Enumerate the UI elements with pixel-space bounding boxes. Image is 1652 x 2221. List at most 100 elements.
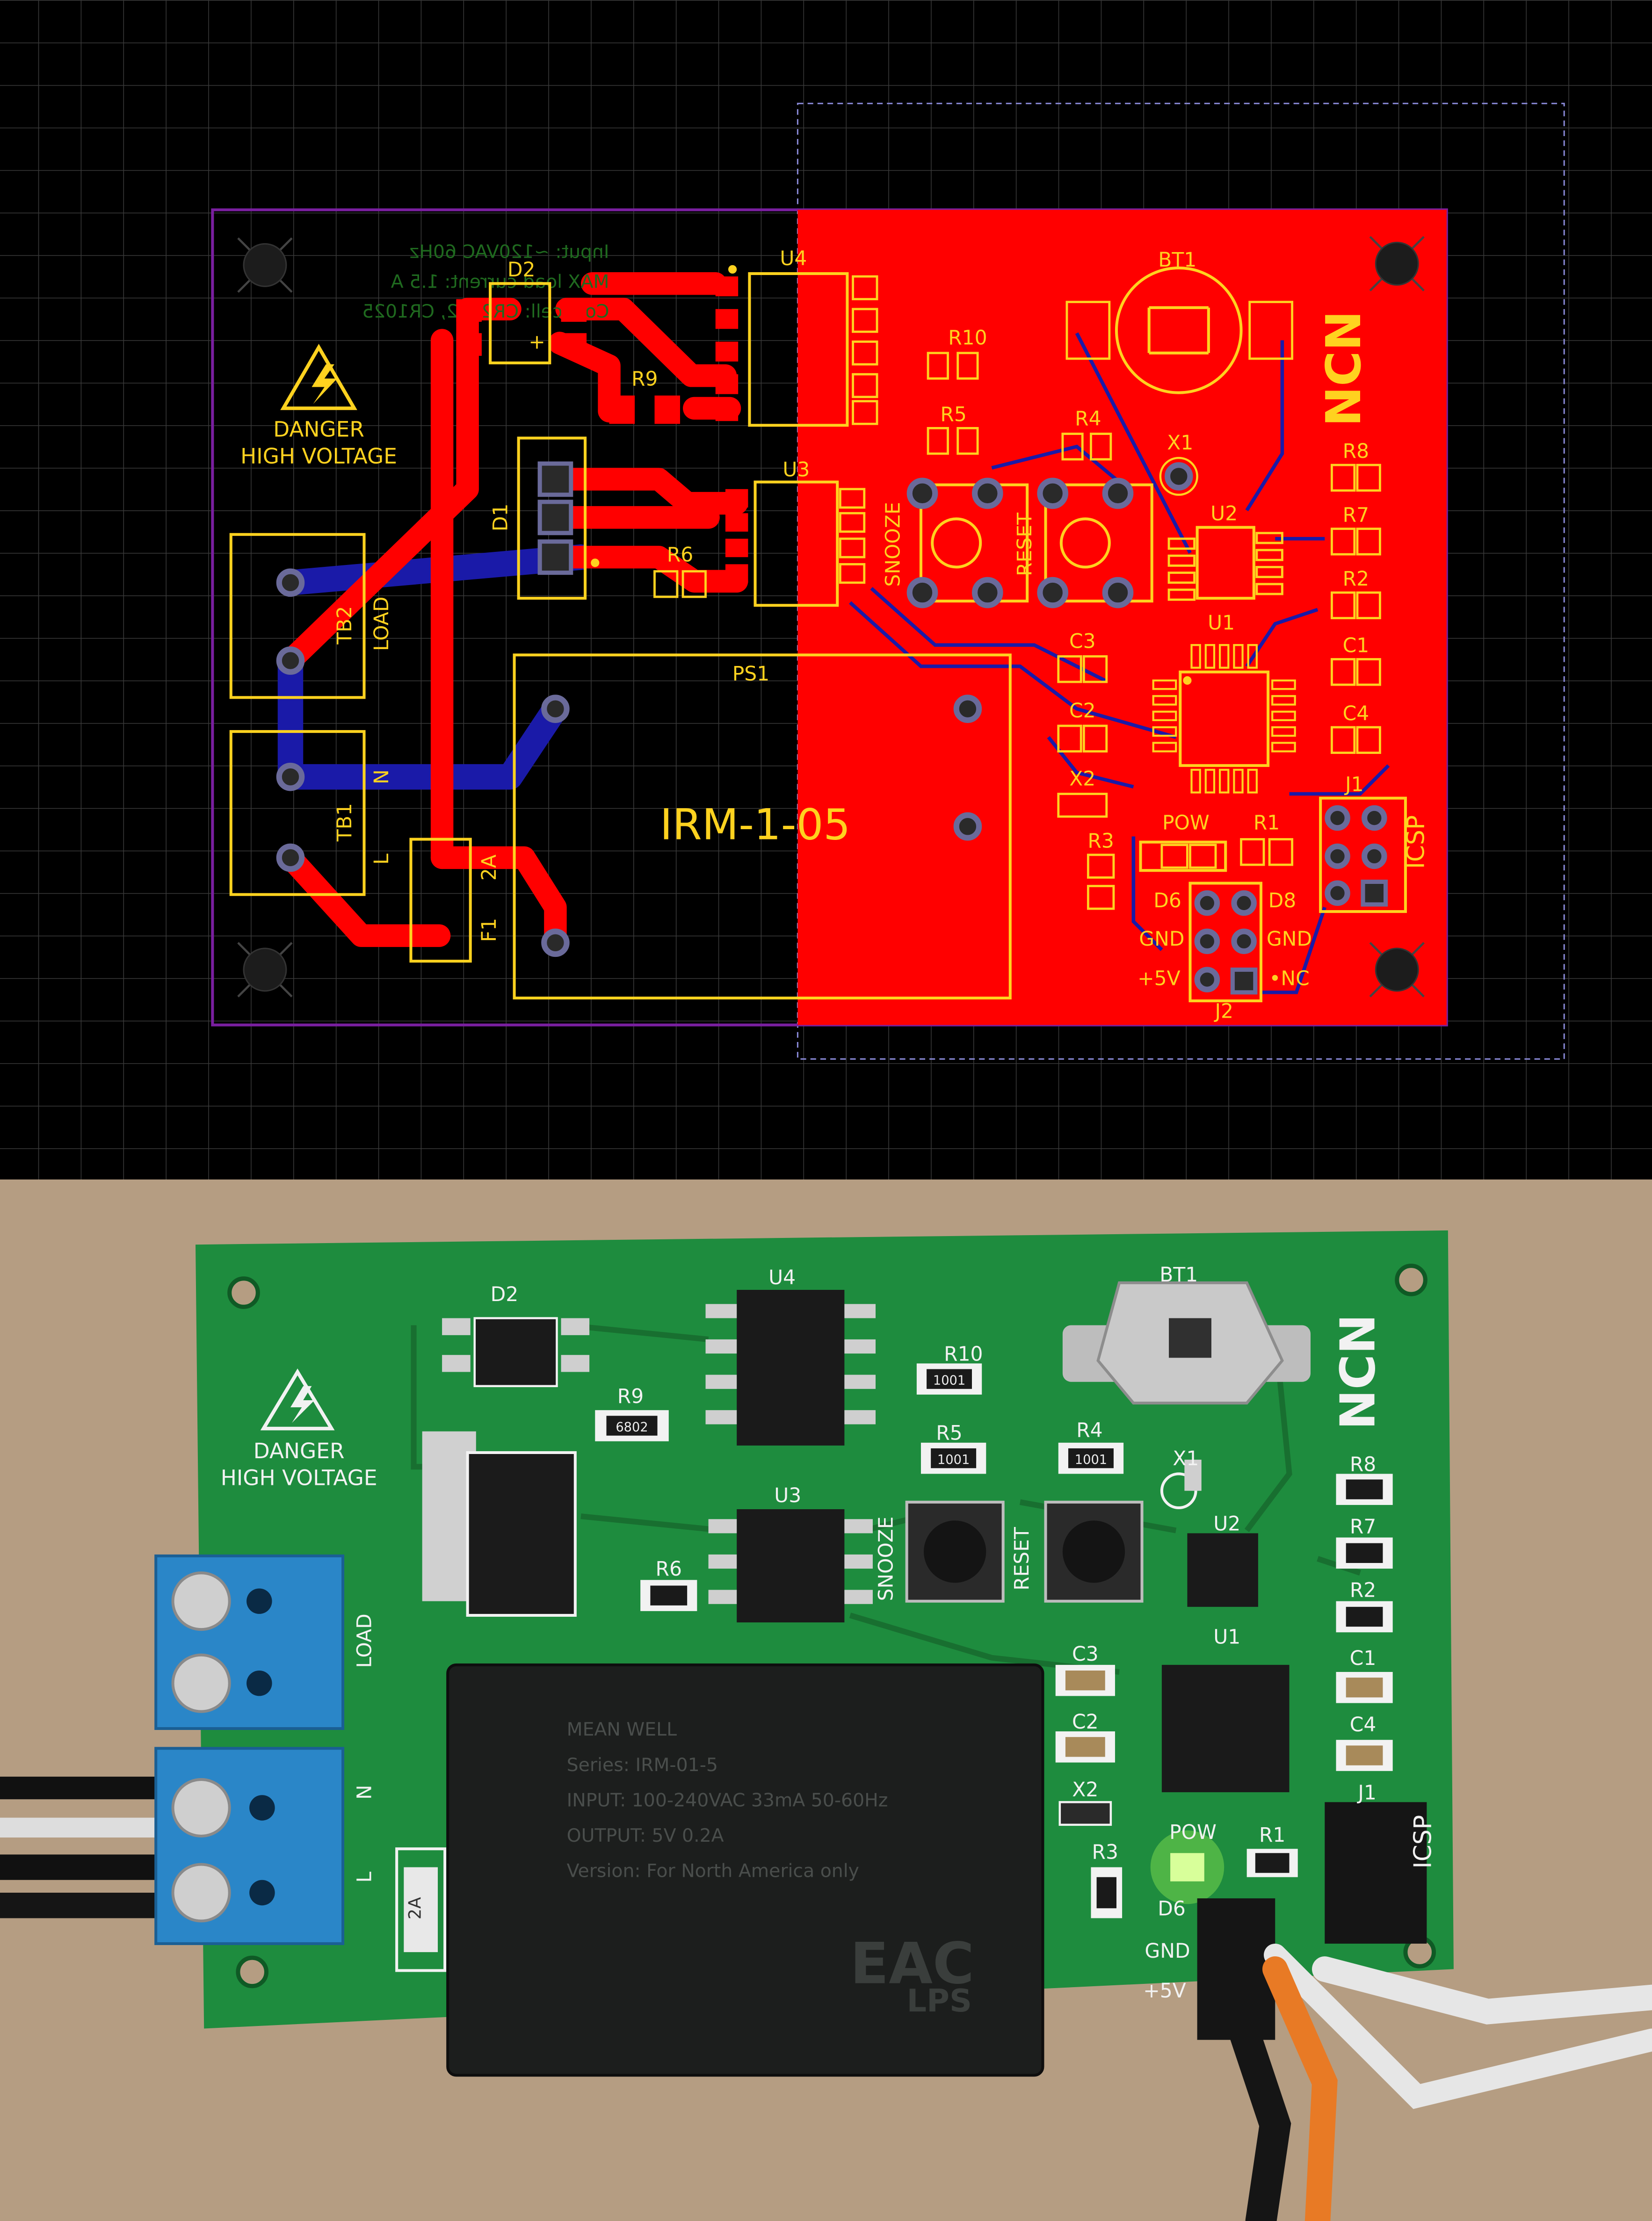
ref-bt1: BT1: [1158, 249, 1196, 272]
ref-d1: D1: [489, 504, 512, 532]
ref-d2: D2: [507, 259, 536, 282]
neutral-label: N: [370, 769, 393, 784]
svg-text:R2: R2: [1350, 1579, 1376, 1602]
u1-pins: [1152, 644, 1296, 794]
mounting-holes: [237, 236, 1425, 998]
svg-text:N: N: [353, 1785, 376, 1800]
coin-cell-holder: [1062, 1281, 1311, 1405]
svg-text:R3: R3: [1092, 1840, 1118, 1863]
diode-plus-mark: +: [529, 331, 545, 354]
svg-text:6802: 6802: [616, 1420, 648, 1435]
svg-text:Series: IRM-01-5: Series: IRM-01-5: [567, 1754, 718, 1776]
ref-tb1: TB1: [333, 803, 356, 842]
ref-r5: R5: [940, 403, 966, 426]
svg-text:ICSP: ICSP: [1409, 1815, 1437, 1869]
svg-text:SNOOZE: SNOOZE: [874, 1516, 897, 1601]
svg-text:OUTPUT: 5V 0.2A: OUTPUT: 5V 0.2A: [567, 1825, 724, 1846]
svg-text:BT1: BT1: [1159, 1263, 1198, 1286]
svg-text:DANGER: DANGER: [254, 1439, 345, 1463]
photo-lightning-icon: [290, 1386, 315, 1423]
ref-tb2: TB2: [333, 606, 356, 645]
ref-c2: C2: [1069, 700, 1096, 723]
ref-u3: U3: [783, 458, 810, 481]
svg-text:U4: U4: [768, 1266, 796, 1289]
svg-text:U1: U1: [1213, 1625, 1240, 1648]
pcb-layout-view: Input: ~120VAC 60Hz MAX load current: 1.…: [0, 0, 1652, 1179]
ref-d6: D6: [1153, 890, 1181, 912]
svg-text:D2: D2: [491, 1283, 519, 1306]
pin1-markers: [591, 265, 1192, 685]
gnd-right-label: GND: [1267, 928, 1312, 951]
photo-danger-warning: DANGER HIGH VOLTAGE: [221, 1368, 377, 1490]
chip-markings: 6802 1001 1001 1001: [616, 1374, 1107, 1467]
svg-text:HIGH VOLTAGE: HIGH VOLTAGE: [221, 1466, 377, 1490]
screw-icon: [171, 1571, 231, 1631]
screw-icon: [171, 1778, 231, 1838]
ncn-logo: NCN: [1316, 311, 1372, 427]
ref-r10: R10: [948, 327, 987, 350]
icsp-header: [1325, 1802, 1427, 1944]
ref-r2: R2: [1343, 568, 1369, 591]
pad-outlines: [653, 275, 1381, 910]
screw-icon: [171, 1653, 231, 1713]
ref-j2: J2: [1213, 1000, 1233, 1023]
line-label: L: [370, 854, 393, 865]
ref-f1: F1: [478, 918, 501, 942]
svg-text:C2: C2: [1072, 1710, 1099, 1733]
svg-text:C4: C4: [1350, 1713, 1377, 1736]
svg-text:INPUT: 100-240VAC 33mA 50-60Hz: INPUT: 100-240VAC 33mA 50-60Hz: [567, 1789, 888, 1811]
svg-text:R7: R7: [1350, 1515, 1376, 1538]
svg-text:MEAN WELL: MEAN WELL: [567, 1719, 677, 1740]
signal-traces-bottom: [848, 332, 1390, 994]
ref-r7: R7: [1343, 504, 1369, 527]
svg-text:Version: For North America onl: Version: For North America only: [567, 1860, 859, 1882]
svg-text:RESET: RESET: [1010, 1526, 1033, 1591]
ref-u1: U1: [1208, 612, 1235, 635]
terminal-block-line: [154, 1747, 345, 1945]
svg-text:U3: U3: [774, 1484, 801, 1507]
photo-fuse-rating: 2A: [405, 1897, 425, 1919]
svg-text:R6: R6: [656, 1557, 682, 1580]
triac-body: [466, 1451, 577, 1617]
svg-text:1001: 1001: [933, 1374, 965, 1388]
svg-text:X2: X2: [1072, 1778, 1098, 1801]
fuse-rating: 2A: [478, 854, 501, 881]
svg-text:R5: R5: [936, 1422, 962, 1445]
svg-text:1001: 1001: [1075, 1453, 1107, 1467]
photo-ncn-logo: NCN: [1330, 1314, 1386, 1430]
svg-text:LOAD: LOAD: [353, 1613, 376, 1668]
ref-r8: R8: [1343, 440, 1369, 463]
tactile-buttons: [905, 1500, 1144, 1603]
pow-led: [1170, 1853, 1204, 1881]
ref-u4: U4: [780, 247, 807, 270]
svg-text:GND: GND: [1145, 1939, 1190, 1962]
fuse-outline: [395, 1847, 447, 1972]
danger-warning: DANGER HIGH VOLTAGE: [240, 344, 397, 469]
warning-triangle-icon: [280, 344, 357, 410]
svg-text:1001: 1001: [937, 1453, 970, 1467]
ref-r4: R4: [1075, 407, 1101, 430]
ic-leads: [442, 1304, 876, 1604]
svg-text:MAX load current: 1.5 A: MAX load current: 1.5 A: [391, 271, 609, 292]
icsp-label: ICSP: [1402, 815, 1430, 869]
ref-r3: R3: [1087, 830, 1114, 853]
ref-x2: X2: [1069, 767, 1095, 790]
ref-r6: R6: [667, 543, 693, 566]
svg-text:C3: C3: [1072, 1642, 1099, 1665]
jumper-wires: [1217, 1943, 1652, 2221]
photo-ref-designators: D2 U4 R10 BT1 R9 R5 R4 X1 R8 R7 U3 U2 R6…: [491, 1263, 1377, 1920]
screw-icon: [171, 1863, 231, 1923]
load-label: LOAD: [370, 597, 393, 651]
module-name: IRM-1-05: [660, 800, 850, 849]
ref-c3: C3: [1069, 630, 1096, 653]
svg-text:R9: R9: [617, 1385, 644, 1408]
ref-u2: U2: [1210, 502, 1238, 525]
ref-r9: R9: [631, 368, 658, 391]
lightning-bolt-icon: [312, 364, 337, 404]
svg-text:J1: J1: [1356, 1781, 1376, 1804]
ref-x1: X1: [1167, 432, 1193, 455]
ref-c4: C4: [1343, 702, 1369, 725]
svg-text:DANGER: DANGER: [273, 417, 364, 442]
svg-text:R8: R8: [1350, 1453, 1376, 1476]
fuse-body: [404, 1867, 438, 1953]
